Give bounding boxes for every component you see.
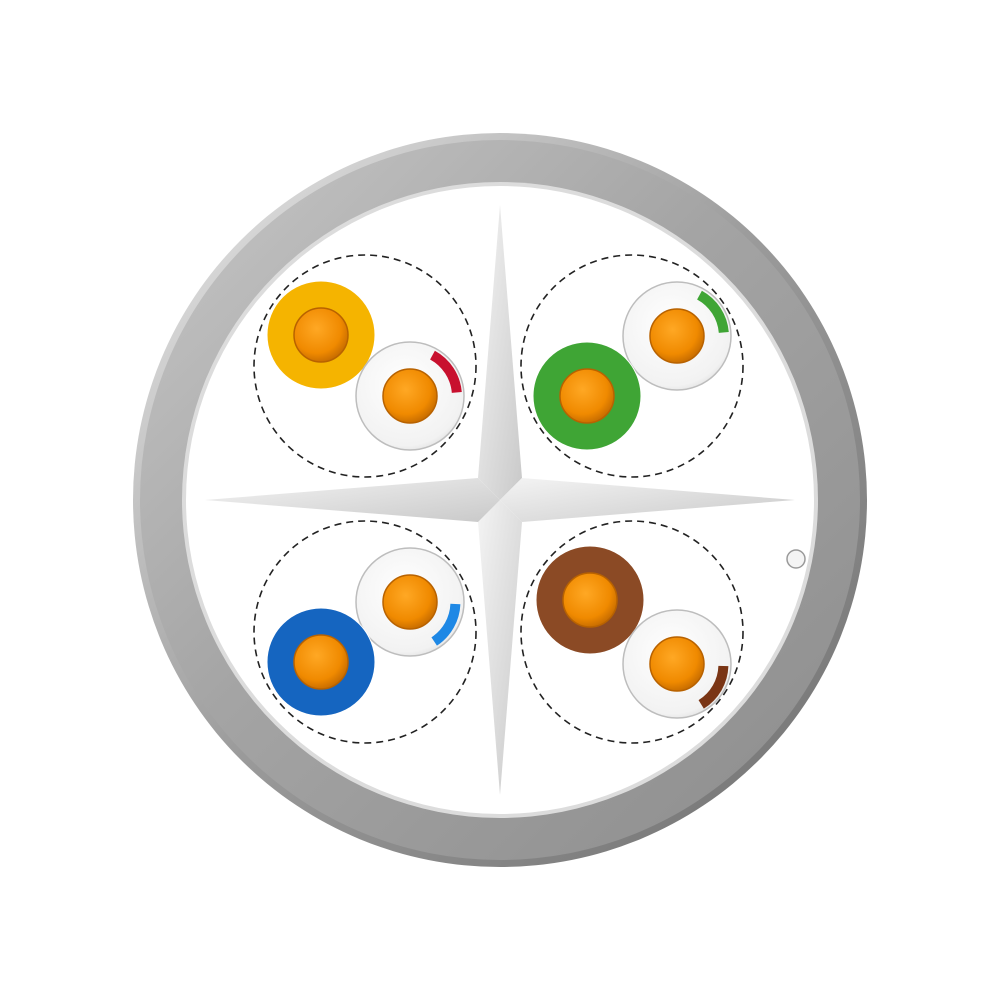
solid-wire (535, 545, 645, 655)
solid-wire (532, 341, 642, 451)
striped-wire (355, 547, 465, 657)
striped-wire-stripe (698, 665, 729, 709)
separator-horizontal-arm-right (500, 478, 795, 522)
pair-bottom-left (253, 520, 477, 744)
striped-wire-stripe (431, 603, 461, 646)
striped-wire-stripe (696, 290, 729, 334)
striped-wire-core (382, 574, 438, 630)
striped-wire (622, 281, 732, 391)
pair-bottom-right (520, 520, 744, 744)
ripcord-marker (786, 549, 806, 569)
pair-top-left (253, 254, 477, 478)
separator-vertical-arm (478, 205, 522, 500)
solid-wire-core (293, 307, 349, 363)
solid-wire (266, 280, 376, 390)
pair-boundary (520, 254, 744, 478)
pair-top-right (520, 254, 744, 478)
striped-wire-core (382, 368, 438, 424)
striped-wire (355, 341, 465, 451)
pair-boundary (253, 254, 477, 478)
solid-wire-core (293, 634, 349, 690)
striped-wire-core (649, 308, 705, 364)
striped-wire (622, 609, 732, 719)
solid-wire (266, 607, 376, 717)
pair-boundary (520, 520, 744, 744)
solid-wire-core (562, 572, 618, 628)
pair-boundary (253, 520, 477, 744)
solid-wire-core (559, 368, 615, 424)
separator-horizontal-arm-left (205, 478, 500, 522)
striped-wire-core (649, 636, 705, 692)
striped-wire-stripe (429, 350, 462, 394)
separator-vertical-arm-lower (478, 500, 522, 795)
cross-separator (205, 205, 795, 795)
